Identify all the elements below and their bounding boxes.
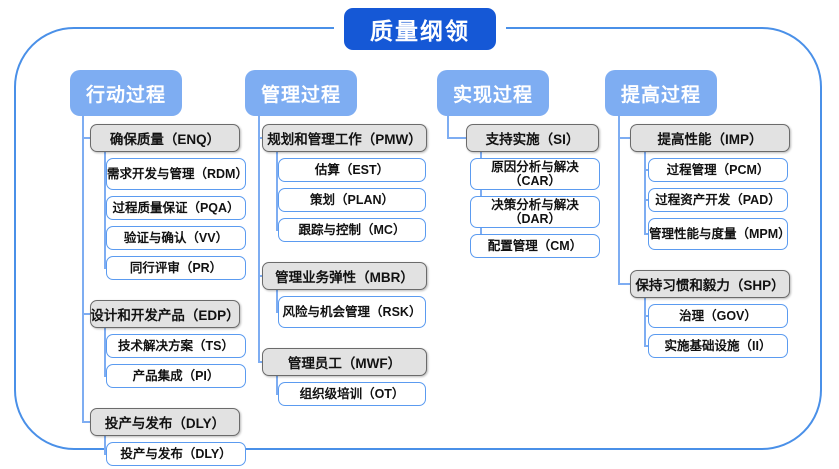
leaf-box-4-1-3[interactable]: 管理性能与度量（MPM） [648,218,791,250]
column-header-2[interactable]: 管理过程 [245,70,357,116]
spine-group-2-2 [276,290,278,312]
leaf-box-1-1-4[interactable]: 同行评审（PR） [106,256,246,280]
leaf-box-1-1-1[interactable]: 需求开发与管理（RDM） [106,158,248,190]
connector-group-1-1 [82,137,90,139]
spine-group-4-2 [644,298,646,346]
spine-group-4-1 [644,152,646,234]
connector-group-1-3 [82,421,90,423]
connector-group-3-1 [447,137,466,139]
leaf-box-4-1-2[interactable]: 过程资产开发（PAD） [648,188,788,212]
spine-group-1-3 [104,436,106,454]
spine-group-1-1 [104,152,106,268]
leaf-box-1-2-2[interactable]: 产品集成（PI） [106,364,246,388]
connector-leaf-4-2-1 [644,315,648,317]
spine-column-3 [447,116,449,138]
spine-group-1-2 [104,328,106,376]
group-box-2-3[interactable]: 管理员工（MWF） [262,348,427,376]
leaf-box-1-1-3[interactable]: 验证与确认（VV） [106,226,246,250]
leaf-box-4-1-1[interactable]: 过程管理（PCM） [648,158,788,182]
leaf-box-2-1-1[interactable]: 估算（EST） [278,158,426,182]
diagram-title: 质量纲领 [344,8,496,50]
column-header-1[interactable]: 行动过程 [70,70,182,116]
leaf-box-2-1-2[interactable]: 策划（PLAN） [278,188,426,212]
connector-leaf-2-3-1 [276,393,278,395]
spine-column-1 [82,116,84,422]
group-box-1-3[interactable]: 投产与发布（DLY） [90,408,240,436]
leaf-box-3-1-2[interactable]: 决策分析与解决（DAR） [470,196,600,228]
leaf-box-4-2-2[interactable]: 实施基础设施（II） [648,334,788,358]
leaf-box-1-1-2[interactable]: 过程质量保证（PQA） [106,196,246,220]
spine-column-4 [618,116,620,284]
connector-leaf-2-1-3 [276,229,278,231]
group-box-1-2[interactable]: 设计和开发产品（EDP） [90,300,240,328]
connector-leaf-2-2-1 [276,311,278,313]
column-header-3[interactable]: 实现过程 [437,70,549,116]
connector-group-4-2 [618,283,630,285]
leaf-box-3-1-3[interactable]: 配置管理（CM） [470,234,600,258]
spine-group-2-3 [276,376,278,394]
connector-leaf-4-1-3 [644,233,648,235]
connector-group-2-3 [258,361,262,363]
leaf-box-1-3-1[interactable]: 投产与发布（DLY） [106,442,246,466]
connector-leaf-4-1-2 [644,199,648,201]
group-box-2-1[interactable]: 规划和管理工作（PMW） [262,124,427,152]
connector-group-2-2 [258,275,262,277]
group-box-4-1[interactable]: 提高性能（IMP） [630,124,790,152]
leaf-box-2-2-1[interactable]: 风险与机会管理（RSK） [278,296,426,328]
connector-leaf-4-1-1 [644,169,648,171]
connector-leaf-1-1-4 [104,267,106,269]
connector-group-4-1 [618,137,630,139]
connector-leaf-1-2-2 [104,375,106,377]
group-box-4-2[interactable]: 保持习惯和毅力（SHP） [630,270,790,298]
group-box-2-2[interactable]: 管理业务弹性（MBR） [262,262,427,290]
connector-leaf-4-2-2 [644,345,648,347]
group-box-3-1[interactable]: 支持实施（SI） [466,124,599,152]
leaf-box-4-2-1[interactable]: 治理（GOV） [648,304,788,328]
leaf-box-2-3-1[interactable]: 组织级培训（OT） [278,382,426,406]
connector-leaf-1-3-1 [104,453,106,455]
column-header-4[interactable]: 提高过程 [605,70,717,116]
leaf-box-3-1-1[interactable]: 原因分析与解决（CAR） [470,158,600,190]
spine-column-2 [258,116,260,362]
group-box-1-1[interactable]: 确保质量（ENQ） [90,124,240,152]
connector-group-1-2 [82,313,90,315]
spine-group-2-1 [276,152,278,230]
connector-group-2-1 [258,137,262,139]
leaf-box-1-2-1[interactable]: 技术解决方案（TS） [106,334,246,358]
leaf-box-2-1-3[interactable]: 跟踪与控制（MC） [278,218,426,242]
